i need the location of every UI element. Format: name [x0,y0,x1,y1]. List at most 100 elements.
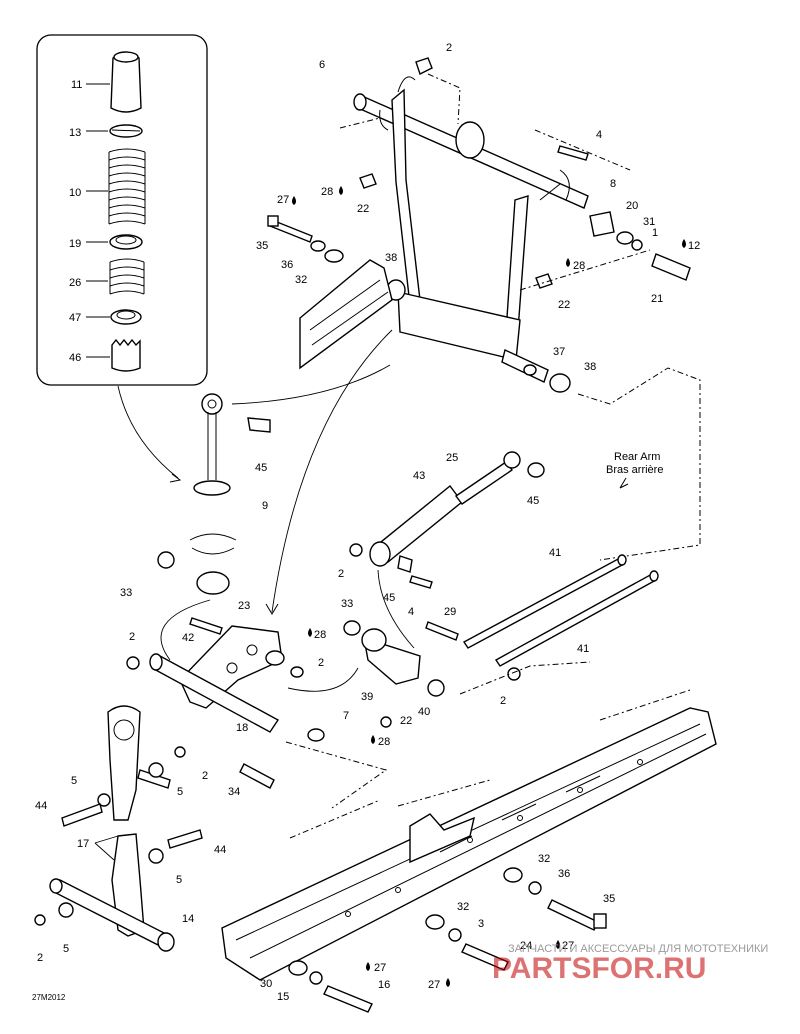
part-39-bracket [343,620,459,728]
callout-5d: 5 [63,943,69,955]
callout-10: 10 [69,187,81,199]
part-23-bracket [149,617,304,733]
callout-16: 16 [378,979,390,991]
callout-4a: 4 [596,129,602,141]
watermark-logo: PARTSFOR.RU [492,952,706,985]
callout-41a: 41 [549,547,561,559]
callout-28b: 28 [321,186,333,198]
callout-34: 34 [228,786,240,798]
part-26-spring [109,258,145,295]
inset-flow-curve [117,385,179,479]
rail-skid [221,707,717,981]
callout-13: 13 [69,127,81,139]
callout-23: 23 [238,600,250,612]
part-46-adjuster [111,338,141,372]
part-34-bolt [239,763,275,789]
callout-27a: 27 [277,194,289,206]
callout-22c: 22 [400,715,412,727]
part-33-bushing [157,551,175,569]
part-25-rear-shock [369,451,545,589]
callout-2g: 2 [500,695,506,707]
callout-47: 47 [69,312,81,324]
callout-36a: 36 [281,259,293,271]
front-arm-hardware [267,57,691,393]
rear-arm-label-fr: Bras arrière [606,464,663,476]
shock-components-inset [36,34,208,386]
callout-15: 15 [277,991,289,1003]
part-10-spring [108,148,146,226]
inset-leaders [86,83,110,358]
callout-20: 20 [626,200,638,212]
callout-2b: 2 [318,657,324,669]
part-2-nut [126,656,140,670]
front-rail-segment [299,259,393,370]
callout-9: 9 [262,500,268,512]
callout-35b: 35 [603,893,615,905]
callout-3: 3 [478,918,484,930]
callout-8: 8 [610,178,616,190]
callout-2c: 2 [202,770,208,782]
callout-12: 12 [688,240,700,252]
rear-arm-label-en: Rear Arm [614,451,660,463]
callout-45c: 45 [383,592,395,604]
callout-4b: 4 [408,606,414,618]
callout-43: 43 [413,470,425,482]
callout-27d: 27 [374,962,386,974]
callout-27b: 27 [562,940,574,952]
lubricant-drop-icons [292,186,686,987]
callout-38b: 38 [584,361,596,373]
callout-7: 7 [343,710,349,722]
callout-25: 25 [446,452,458,464]
watermark-text: ЗАПЧАСТИ И АКСЕССУАРЫ ДЛЯ МОТОТЕХНИКИ [508,943,768,955]
callout-31: 31 [643,216,655,228]
callout-37: 37 [553,346,565,358]
callout-46: 46 [69,352,81,364]
callout-33a: 33 [120,587,132,599]
callout-32b: 32 [538,853,550,865]
callout-36b: 36 [558,868,570,880]
callout-22b: 22 [558,299,570,311]
callout-14: 14 [182,913,194,925]
callout-5c: 5 [176,874,182,886]
callout-5a: 5 [177,786,183,798]
callout-24: 24 [520,940,532,952]
part-41-rods [462,554,659,667]
callout-42: 42 [182,632,194,644]
callout-41b: 41 [577,643,589,655]
part-13-clip [109,124,143,138]
part-9-shock-absorber [189,393,271,595]
callout-45a: 45 [255,462,267,474]
callout-1: 1 [652,227,658,239]
callout-33b: 33 [341,598,353,610]
callout-2a: 2 [129,631,135,643]
callout-5b: 5 [71,775,77,787]
part-6-front-arm [353,76,589,383]
callout-2d: 2 [37,952,43,964]
callout-19: 19 [69,238,81,250]
part-17-idler-arm [34,705,203,952]
callout-6: 6 [319,59,325,71]
callout-40: 40 [418,706,430,718]
callout-11: 11 [71,79,82,91]
callout-45b: 45 [527,495,539,507]
callout-27c: 27 [428,979,440,991]
callout-39: 39 [361,691,373,703]
callout-26: 26 [69,277,81,289]
callout-44b: 44 [214,844,226,856]
callout-32c: 32 [457,901,469,913]
callout-18: 18 [236,722,248,734]
figure-code: 27M2012 [32,993,66,1002]
callout-2e: 2 [446,42,452,54]
part-7-washer [307,728,325,742]
callout-28a: 28 [314,629,326,641]
callout-28d: 28 [378,736,390,748]
callout-38a: 38 [385,252,397,264]
callout-2f: 2 [338,568,344,580]
callout-30: 30 [260,978,272,990]
part-11-boot [110,51,142,113]
callout-17: 17 [77,838,89,850]
callout-22a: 22 [357,203,369,215]
callout-32a: 32 [295,274,307,286]
part-19-ring [109,234,143,250]
